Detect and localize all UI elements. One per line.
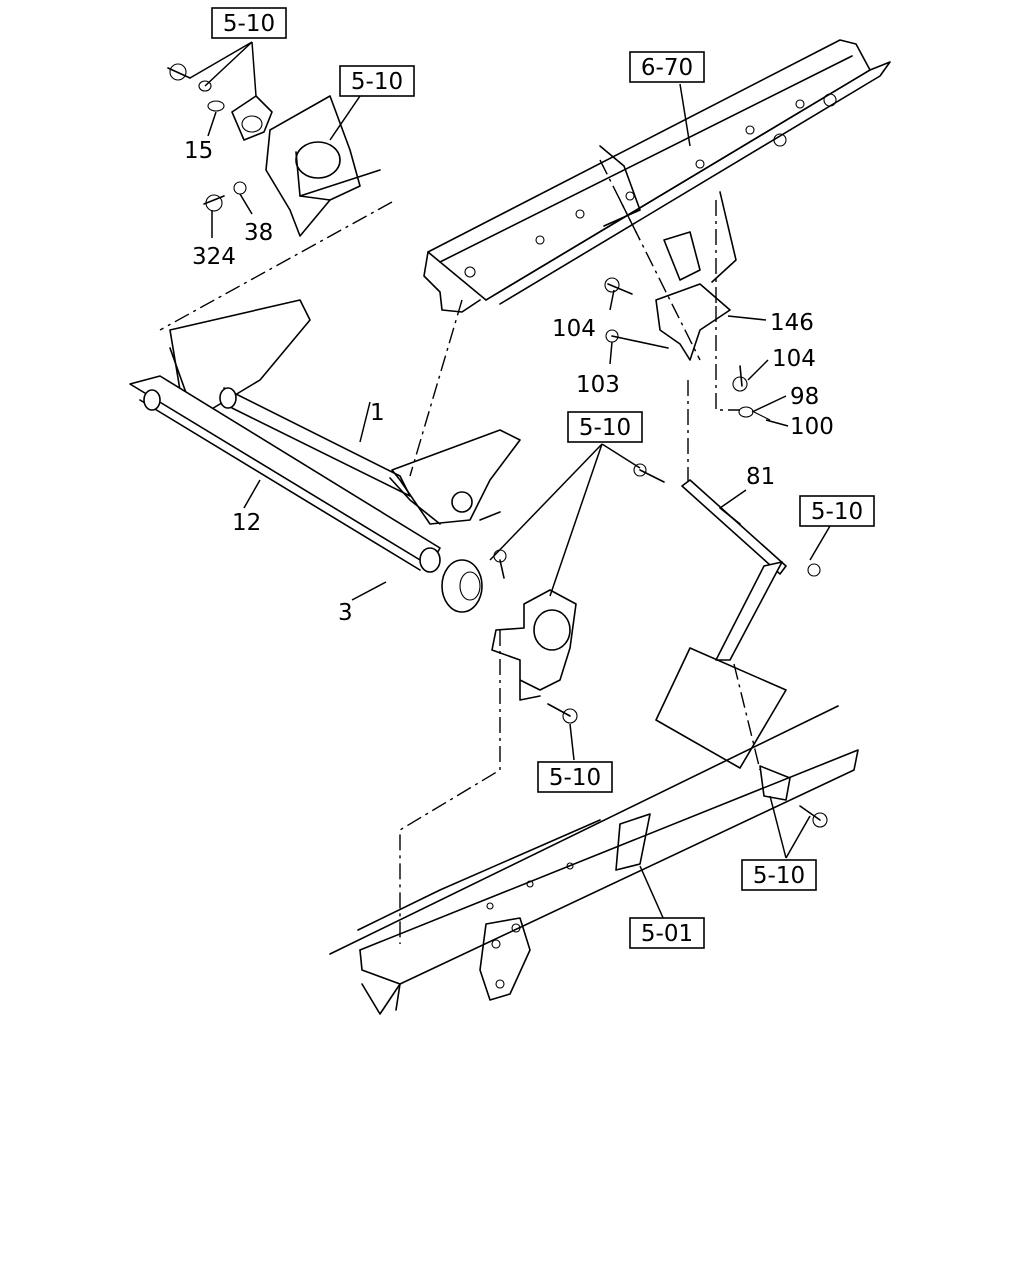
part-label-103: 103	[576, 372, 620, 398]
alignment-lines	[399, 159, 761, 944]
part-label-146: 146	[770, 310, 814, 336]
ref-box-bottom-center: 5-10	[537, 761, 613, 793]
leader-lines	[189, 41, 831, 921]
ref-box-frame-lower: 5-01	[629, 917, 705, 949]
bracket-146-assembly	[604, 231, 771, 421]
top-left-mount-assembly	[167, 63, 381, 237]
ref-box-top-left-1: 5-10	[211, 7, 287, 39]
part-label-104-upper: 104	[552, 316, 596, 342]
part-label-81: 81	[746, 464, 775, 490]
part-label-3: 3	[338, 600, 353, 626]
ref-text: 6-70	[641, 55, 693, 81]
sensor-plate	[655, 647, 787, 769]
crossmember	[169, 299, 521, 525]
ref-text: 5-10	[223, 11, 275, 37]
ref-text: 5-10	[811, 499, 863, 525]
part-label-324: 324	[192, 244, 236, 270]
ref-text: 5-01	[641, 921, 693, 947]
dash-line-top-left	[159, 201, 393, 331]
part-label-104-lower: 104	[772, 346, 816, 372]
part-label-12: 12	[232, 510, 261, 536]
center-bushing-mount	[441, 549, 578, 724]
ref-text: 5-10	[753, 863, 805, 889]
torsion-bar	[129, 375, 441, 573]
ref-box-center: 5-10	[567, 411, 643, 443]
part-label-98: 98	[790, 384, 819, 410]
part-label-100: 100	[790, 414, 834, 440]
part-label-38: 38	[244, 220, 273, 246]
upper-frame-rail	[423, 39, 891, 313]
link-81	[633, 463, 821, 661]
ref-text: 5-10	[549, 765, 601, 791]
ref-text: 5-10	[351, 69, 403, 95]
ref-box-frame-upper: 6-70	[629, 51, 705, 83]
ref-box-top-left-2: 5-10	[339, 65, 415, 97]
ref-box-right: 5-10	[799, 495, 875, 527]
ref-box-bottom-right: 5-10	[741, 859, 817, 891]
lower-frame-rail	[329, 705, 859, 1015]
part-label-1: 1	[370, 400, 385, 426]
part-label-15: 15	[184, 138, 213, 164]
ref-text: 5-10	[579, 415, 631, 441]
